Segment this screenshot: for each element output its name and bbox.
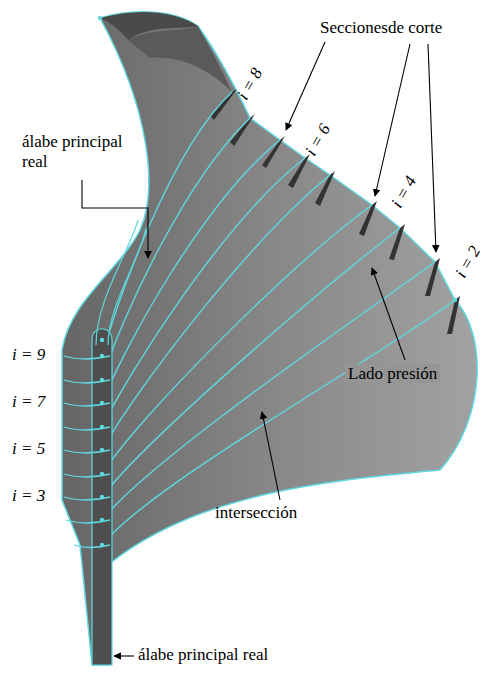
label-text: álabe principal real: [22, 132, 123, 171]
label-text: i = 9: [12, 345, 45, 364]
label-text: i = 3: [12, 486, 45, 505]
section-index: i = 3: [12, 486, 45, 506]
label-text: i = 2: [451, 243, 484, 281]
spine-points: [98, 16, 457, 547]
label-text: álabe principal real: [138, 645, 268, 664]
label-text: i = 7: [12, 392, 45, 411]
label-text: i = 5: [12, 439, 45, 458]
label-text: i = 4: [387, 173, 420, 211]
label-text: Seccionesde corte: [320, 18, 442, 37]
section-cuts: [210, 89, 460, 334]
section-index: i = 6: [301, 121, 335, 160]
part-label: álabe principal real: [138, 645, 268, 665]
region-label: Lado presión: [345, 364, 440, 384]
part-label: álabe principal real: [22, 132, 140, 171]
label-text: i = 6: [301, 121, 334, 159]
section-lines: [102, 92, 455, 545]
section-index: i = 4: [387, 173, 421, 212]
leader-lines: [82, 42, 436, 656]
label-text: intersección: [215, 503, 297, 522]
region-label: intersección: [215, 503, 297, 523]
section-index: i = 5: [12, 439, 45, 459]
section-index: i = 2: [451, 243, 485, 282]
blade-tip-shade: [128, 26, 232, 92]
blade-surface: [62, 12, 477, 665]
section-index: i = 9: [12, 345, 45, 365]
callout-title: Seccionesde corte: [320, 18, 442, 38]
label-text: Lado presión: [345, 364, 440, 383]
main-blade-loop: [96, 220, 146, 345]
section-index: i = 7: [12, 392, 45, 412]
spine-levels: [64, 356, 110, 548]
